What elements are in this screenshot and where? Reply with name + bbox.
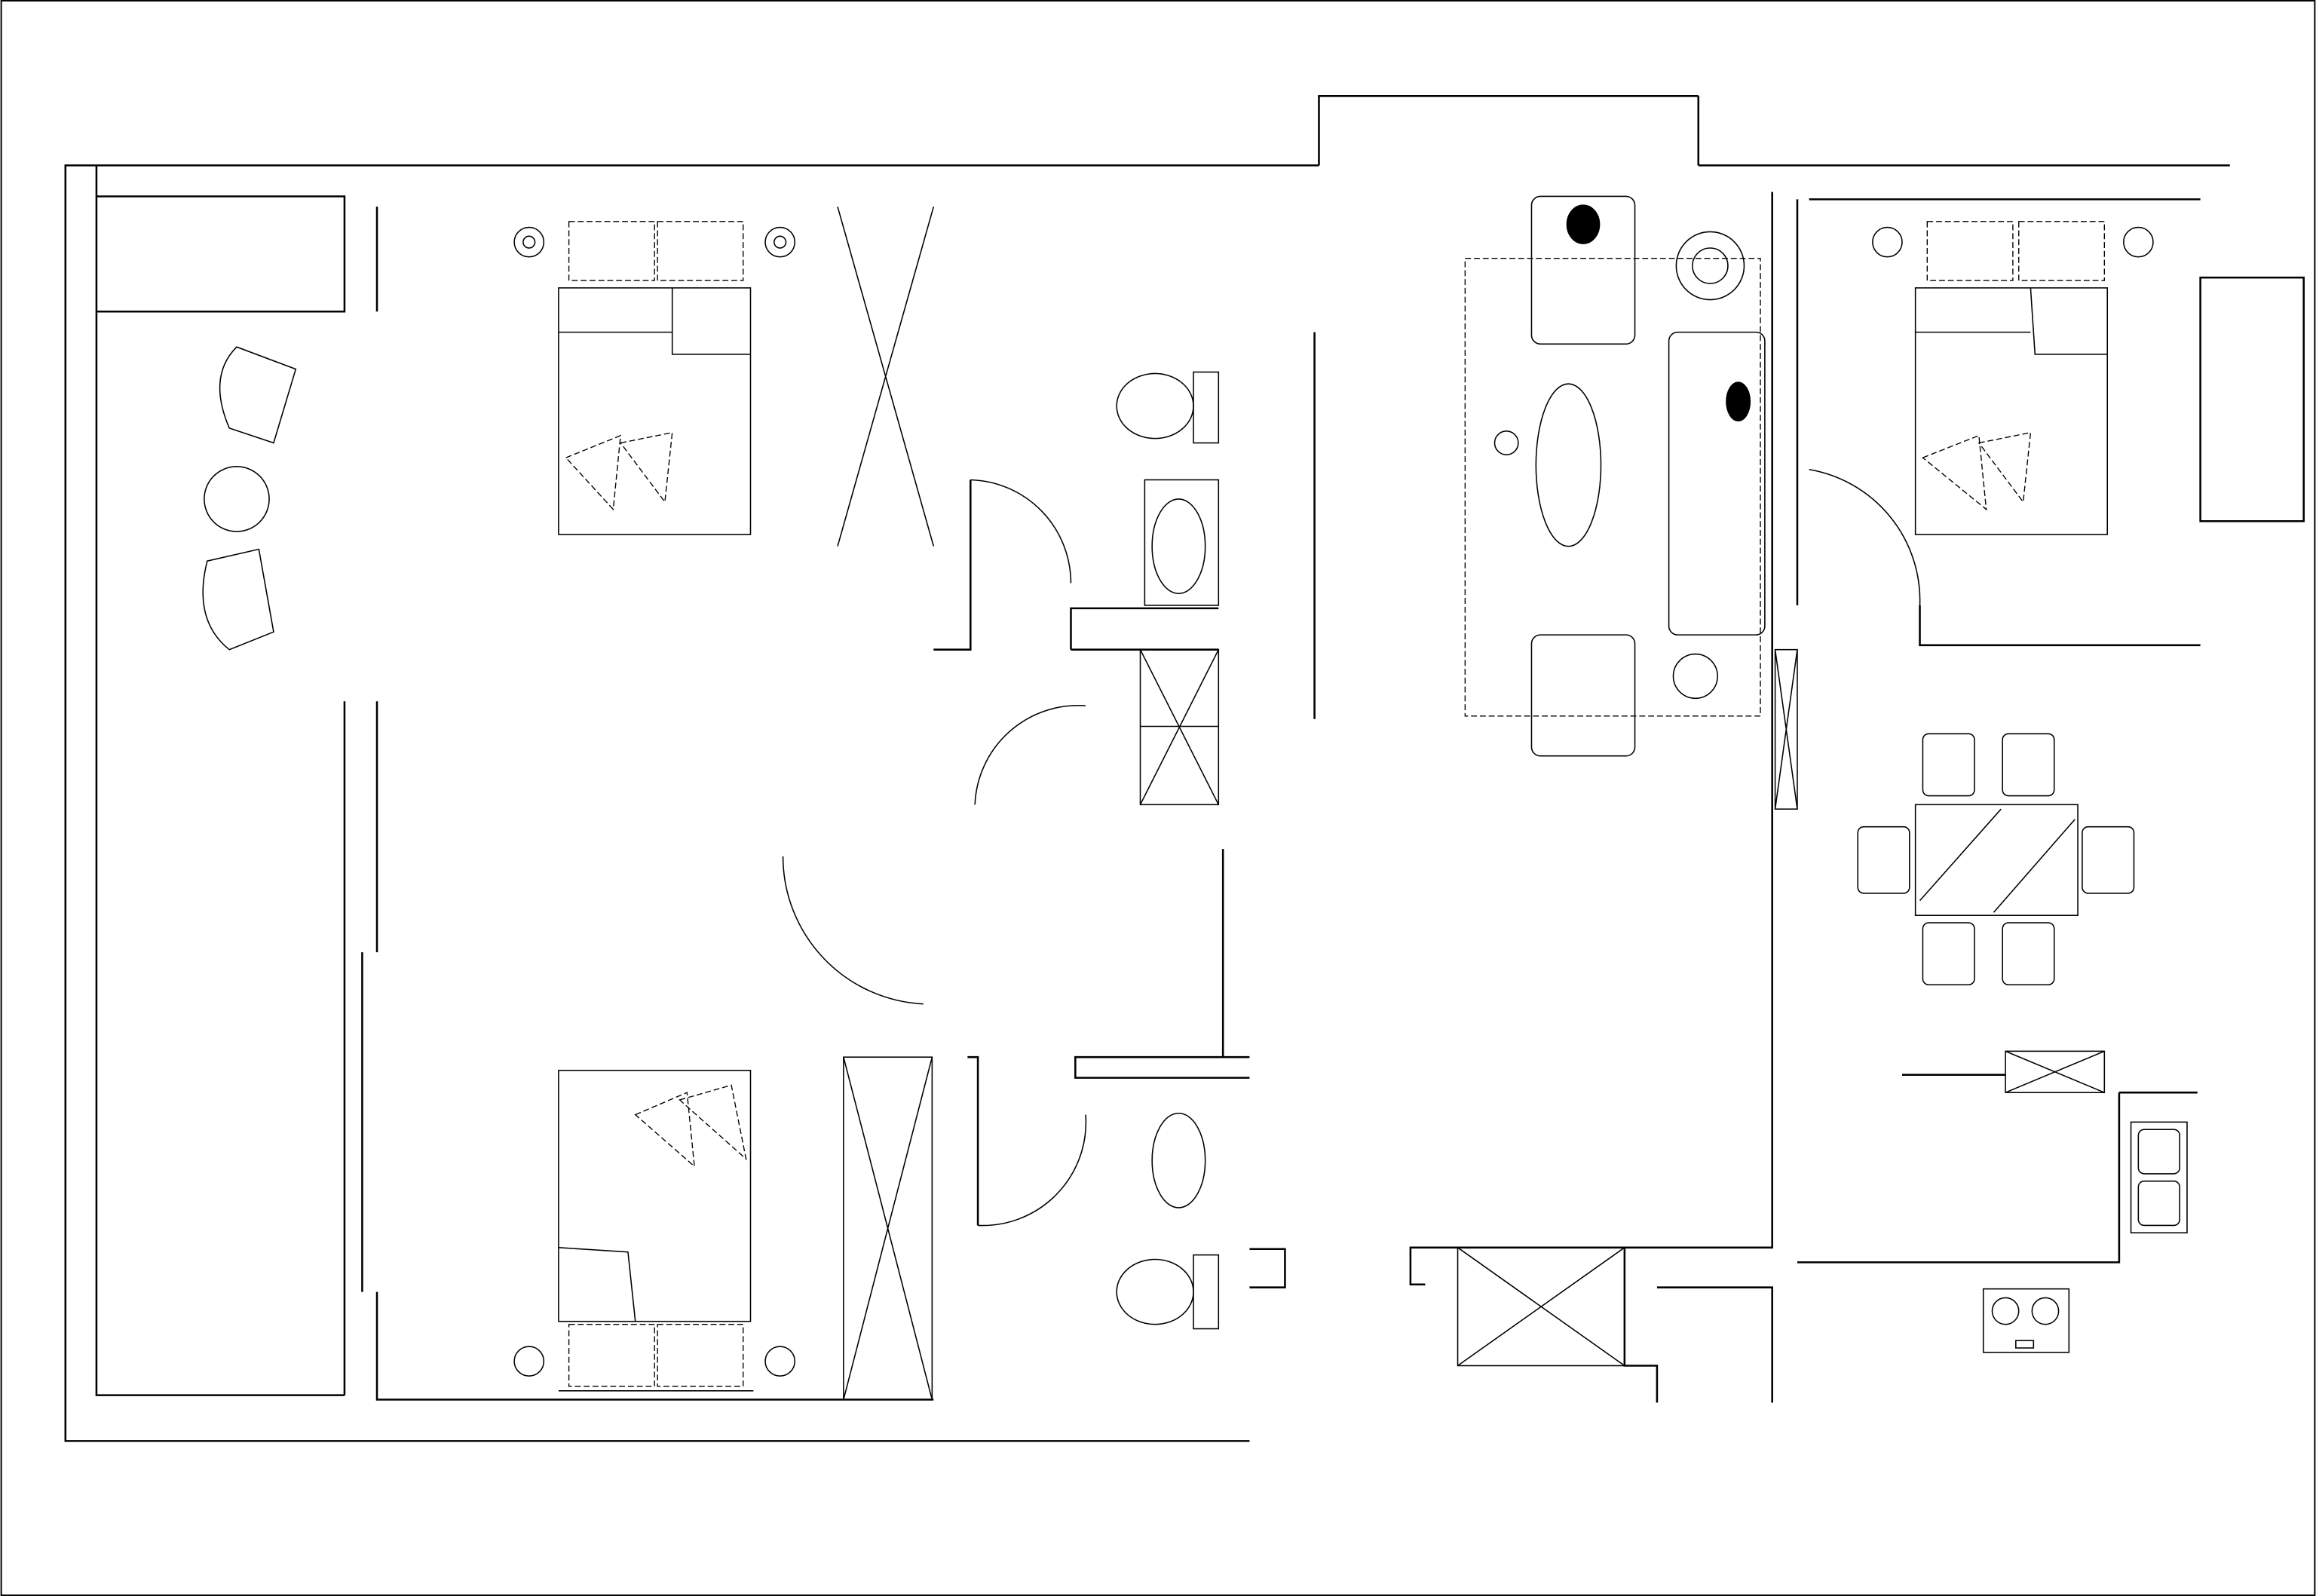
right-unit-walls xyxy=(1318,95,2305,1403)
bathroom-fixtures xyxy=(1116,371,1220,1330)
armchair xyxy=(1530,634,1636,757)
kitchen-fixtures xyxy=(1982,1121,2188,1353)
sofa xyxy=(1530,195,1636,345)
living-room-furniture xyxy=(1464,195,1766,757)
dining-set xyxy=(1857,733,2135,986)
dining-table xyxy=(1914,804,2079,916)
sink xyxy=(2130,1121,2188,1234)
door-swing xyxy=(1809,468,1921,605)
chair-set xyxy=(202,346,297,651)
rug xyxy=(1464,258,1761,717)
doors xyxy=(782,468,1921,1227)
closets xyxy=(837,206,2106,1401)
sink xyxy=(1151,498,1206,595)
stove xyxy=(1982,1288,2070,1353)
coffee-table xyxy=(1535,383,1602,547)
bed xyxy=(1872,221,2154,535)
bed xyxy=(513,1070,796,1392)
door-swing xyxy=(970,479,1072,584)
door-swing xyxy=(782,856,924,1005)
sofa xyxy=(1668,331,1766,636)
left-unit-walls xyxy=(64,164,1319,1442)
door-swing xyxy=(974,704,1086,805)
sink xyxy=(1151,1112,1206,1208)
bed xyxy=(513,221,796,535)
door-swing xyxy=(978,1114,1087,1227)
